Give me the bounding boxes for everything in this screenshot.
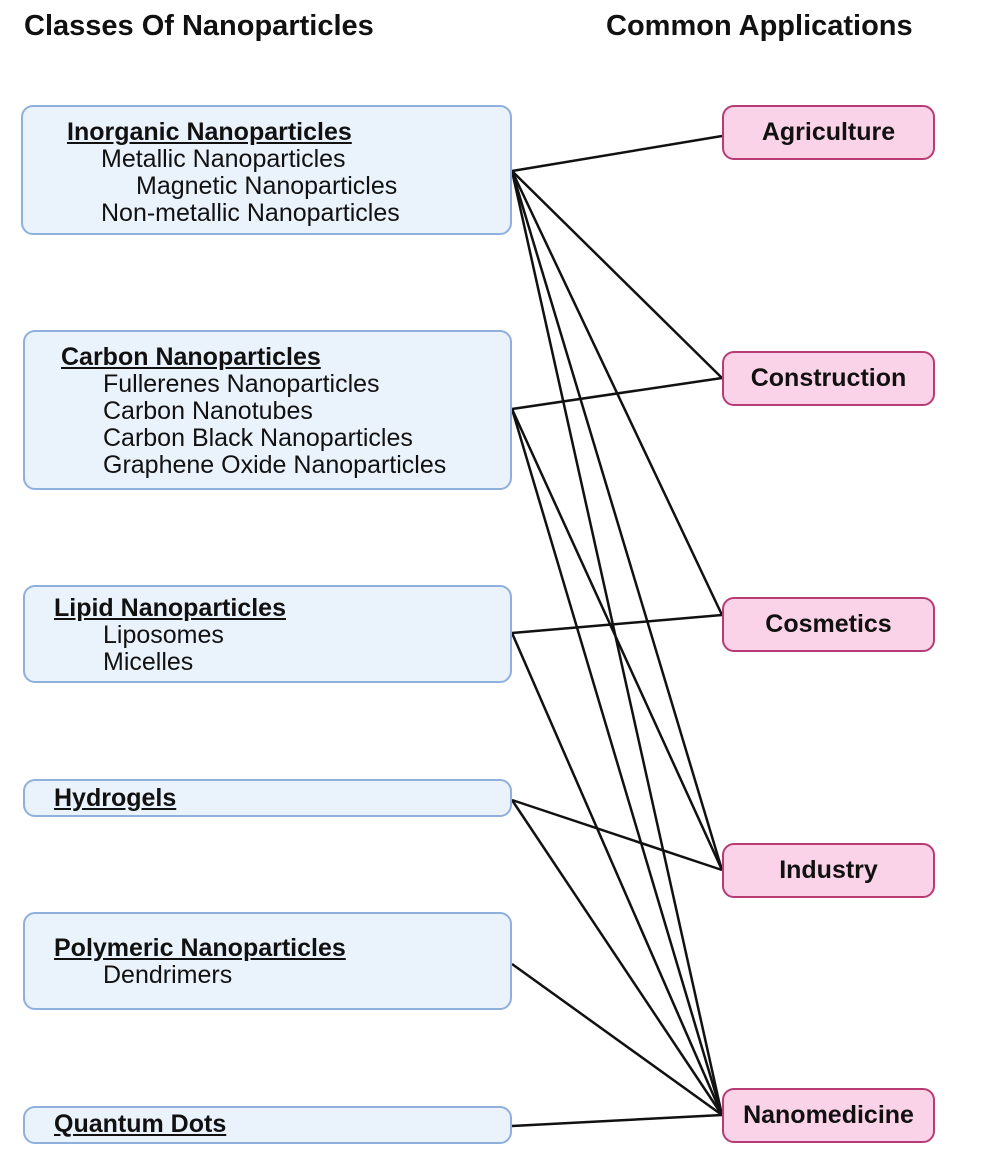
app-label-industry: Industry	[779, 856, 878, 884]
app-box-construction: Construction	[722, 351, 935, 406]
connection-lipid-cosmetics	[511, 613, 723, 635]
app-label-construction: Construction	[750, 364, 907, 392]
app-label-agriculture: Agriculture	[761, 118, 896, 146]
subtype-dendrimers: Dendrimers	[103, 961, 233, 989]
subtype-carbon-black: Carbon Black Nanoparticles	[103, 424, 413, 452]
applications-header: Common Applications	[606, 10, 913, 42]
app-box-industry: Industry	[722, 843, 935, 898]
connection-inorganic-nanomedicine	[510, 170, 724, 1116]
connection-inorganic-construction	[511, 170, 723, 379]
subtype-micelles: Micelles	[103, 648, 194, 676]
app-box-nanomedicine: Nanomedicine	[722, 1088, 935, 1143]
app-label-cosmetics: Cosmetics	[765, 610, 892, 638]
class-title-hydrogels: Hydrogels	[54, 784, 177, 812]
class-title-inorganic: Inorganic Nanoparticles	[67, 118, 352, 146]
connection-hydrogels-nanomedicine	[510, 799, 724, 1116]
class-box-quantum: Quantum Dots	[23, 1106, 512, 1144]
app-label-nanomedicine: Nanomedicine	[743, 1101, 914, 1129]
class-box-lipid: Lipid Nanoparticles Liposomes Micelles	[23, 585, 512, 683]
subtype-graphene-oxide: Graphene Oxide Nanoparticles	[103, 451, 447, 479]
subtype-non-metallic: Non-metallic Nanoparticles	[101, 199, 400, 227]
connection-carbon-industry	[510, 408, 724, 871]
subtype-fullerenes: Fullerenes Nanoparticles	[103, 370, 380, 398]
subtype-metallic: Metallic Nanoparticles	[101, 145, 346, 173]
connection-lipid-nanomedicine	[510, 632, 724, 1116]
subtype-magnetic: Magnetic Nanoparticles	[136, 172, 398, 200]
app-box-agriculture: Agriculture	[722, 105, 935, 160]
connection-quantum-nanomedicine	[511, 1113, 723, 1128]
class-title-lipid: Lipid Nanoparticles	[54, 594, 286, 622]
connection-inorganic-industry	[510, 170, 724, 871]
subtype-liposomes: Liposomes	[103, 621, 224, 649]
connection-carbon-nanomedicine	[510, 408, 724, 1116]
class-box-hydrogels: Hydrogels	[23, 779, 512, 817]
class-box-inorganic: Inorganic Nanoparticles Metallic Nanopar…	[21, 105, 512, 235]
connection-hydrogels-industry	[511, 798, 723, 872]
class-box-carbon: Carbon Nanoparticles Fullerenes Nanopart…	[23, 330, 512, 490]
class-title-quantum: Quantum Dots	[54, 1110, 227, 1138]
class-box-polymeric: Polymeric Nanoparticles Dendrimers	[23, 912, 512, 1010]
connection-carbon-construction	[511, 376, 723, 411]
connection-inorganic-agriculture	[511, 134, 723, 173]
class-title-polymeric: Polymeric Nanoparticles	[54, 934, 346, 962]
subtype-carbon-nanotubes: Carbon Nanotubes	[103, 397, 313, 425]
classes-header: Classes Of Nanoparticles	[24, 10, 374, 42]
app-box-cosmetics: Cosmetics	[722, 597, 935, 652]
class-title-carbon: Carbon Nanoparticles	[61, 343, 321, 371]
connection-polymeric-nanomedicine	[511, 962, 723, 1117]
